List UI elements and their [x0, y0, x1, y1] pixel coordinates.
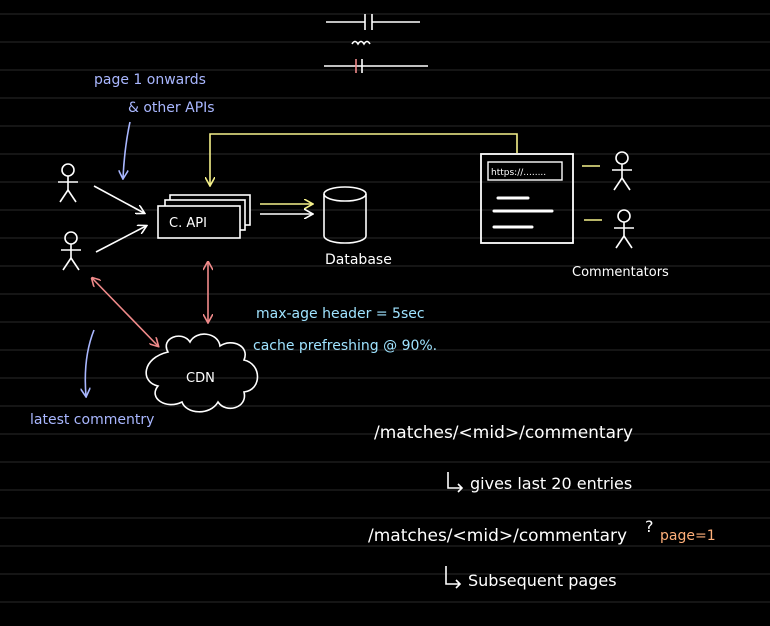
user-to-api-arrow	[95, 226, 146, 253]
database-label: Database	[325, 252, 392, 268]
user-icon	[614, 209, 634, 249]
url-bar-text: https://........	[491, 168, 546, 178]
cache-refresh-note: cache prefreshing @ 90%.	[253, 338, 437, 354]
page-onwards-arrow	[123, 121, 131, 178]
user-cdn-arrow	[92, 278, 158, 346]
commentator-app-window	[480, 153, 574, 244]
top-doodle	[324, 14, 428, 73]
user-icon	[612, 151, 632, 191]
latest-commentary-label: latest commentry	[30, 412, 154, 428]
page-onwards-label: page 1 onwards	[94, 72, 206, 88]
database-icon	[323, 186, 367, 244]
user-icon	[58, 163, 78, 203]
cdn-label: CDN	[186, 371, 215, 386]
route-paged-note-marker	[445, 566, 462, 589]
route-latest-note: gives last 20 entries	[470, 474, 632, 493]
cdn-cloud-icon	[145, 333, 259, 413]
api-box	[157, 194, 251, 239]
commentator-to-api-arrow	[210, 133, 518, 185]
latest-commentary-arrow	[85, 329, 95, 396]
route-query-mark: ?	[645, 517, 654, 536]
route-paged-note: Subsequent pages	[468, 571, 617, 590]
user-to-api-arrow	[93, 185, 144, 213]
max-age-note: max-age header = 5sec	[256, 306, 425, 322]
route-latest-note-marker	[447, 472, 464, 493]
commentators-label: Commentators	[572, 265, 669, 280]
api-box-label: C. API	[169, 216, 207, 231]
other-apis-label: & other APIs	[128, 100, 215, 116]
route-query-param: page=1	[660, 528, 716, 544]
route-latest: /matches/<mid>/commentary	[374, 423, 633, 443]
route-paged: /matches/<mid>/commentary	[368, 526, 627, 546]
user-icon	[61, 231, 81, 271]
